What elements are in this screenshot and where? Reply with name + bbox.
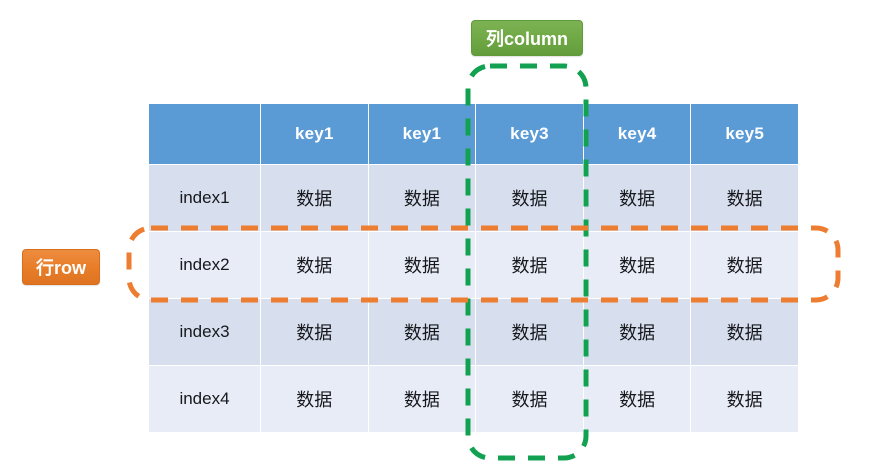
cell-index4-key1-b: 数据 [367,365,477,433]
cell-index3-key1-b: 数据 [367,298,477,366]
cell-index2-key5: 数据 [690,231,799,299]
table-row: index1 数据 数据 数据 数据 数据 [148,164,799,232]
column-header-key4: key4 [582,103,692,165]
row-badge-label: 行row [35,258,86,278]
table-row: index3 数据 数据 数据 数据 数据 [148,298,799,366]
column-header-key5: key5 [690,103,799,165]
cell-index1-key1-a: 数据 [260,164,369,232]
row-index-index1: index1 [148,164,261,232]
column-badge: 列column [471,20,583,56]
cell-index4-key4: 数据 [582,365,692,433]
cell-index3-key1-a: 数据 [260,298,369,366]
row-index-index2: index2 [148,231,261,299]
cell-index3-key5: 数据 [690,298,799,366]
cell-index3-key3: 数据 [475,298,584,366]
cell-index4-key1-a: 数据 [260,365,369,433]
table-header: key1 key1 key3 key4 key5 [148,103,799,165]
column-header-key1-a: key1 [260,103,369,165]
cell-index1-key4: 数据 [582,164,692,232]
cell-index2-key1-b: 数据 [367,231,477,299]
cell-index1-key5: 数据 [690,164,799,232]
cell-index4-key3: 数据 [475,365,584,433]
table-row: index2 数据 数据 数据 数据 数据 [148,231,799,299]
column-badge-label: 列column [485,29,568,49]
cell-index2-key1-a: 数据 [260,231,369,299]
table-corner-cell [148,103,261,165]
cell-index1-key1-b: 数据 [367,164,477,232]
dataframe-table: key1 key1 key3 key4 key5 index1 数据 数据 数据… [148,103,799,433]
column-header-key3: key3 [475,103,584,165]
row-index-index4: index4 [148,365,261,433]
cell-index3-key4: 数据 [582,298,692,366]
table-body: index1 数据 数据 数据 数据 数据 index2 数据 数据 数据 数据… [148,164,799,433]
cell-index4-key5: 数据 [690,365,799,433]
header-row: key1 key1 key3 key4 key5 [148,103,799,165]
column-header-key1-b: key1 [367,103,477,165]
cell-index2-key4: 数据 [582,231,692,299]
cell-index1-key3: 数据 [475,164,584,232]
table-row: index4 数据 数据 数据 数据 数据 [148,365,799,433]
cell-index2-key3: 数据 [475,231,584,299]
row-index-index3: index3 [148,298,261,366]
row-badge: 行row [22,249,100,285]
